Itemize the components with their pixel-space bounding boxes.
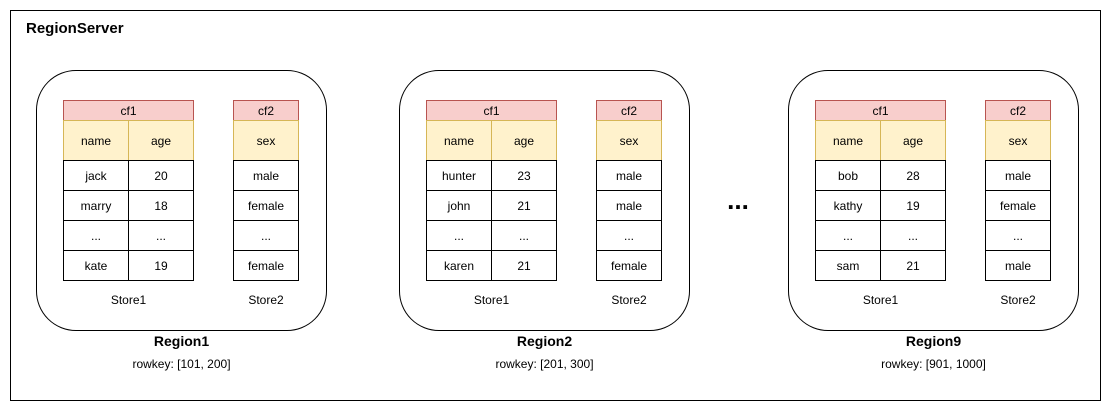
region-9-store1-col-age: age [880,120,946,161]
region-2-store1-label: Store1 [473,293,510,307]
region-1-store2-label: Store2 [248,293,284,307]
region-2-store1-cell: karen [426,250,492,281]
region-2-store2-cell: male [596,190,662,221]
region-2-store1-cell: ... [491,220,557,251]
region-1-store1-cell: 18 [128,190,194,221]
region-1-store2-cell: female [233,190,299,221]
region-1-store1-cell: kate [63,250,129,281]
region-1-store2-col-sex: sex [233,120,299,161]
region-9-store2-cell: ... [985,220,1051,251]
region-1-store2-cell: female [233,250,299,281]
region-9-store1-cell: kathy [815,190,881,221]
region-2-store1-cell: 21 [491,190,557,221]
region-2-store1-col-name: name [426,120,492,161]
region-9-store1-label: Store1 [862,293,899,307]
region-9-store1-cell: 19 [880,190,946,221]
region-1-store2-cf2-header: cf2 [233,100,299,121]
region-9-rowkey: rowkey: [901, 1000] [881,357,986,371]
more-regions-ellipsis: ... [727,185,749,215]
region-2-label: Region2 [516,333,573,349]
region-2-store1-col-age: age [491,120,557,161]
region-1-store2-cell: male [233,160,299,191]
region-9-store1-cell: ... [880,220,946,251]
region-9-store2-cell: male [985,160,1051,191]
region-9-store1-cell: sam [815,250,881,281]
region-2-store2-label: Store2 [611,293,647,307]
region-9-store1-col-name: name [815,120,881,161]
region-2-rowkey: rowkey: [201, 300] [495,357,594,371]
regionserver-title: RegionServer [26,20,124,37]
region-1-store1-cell: ... [63,220,129,251]
region-1-store1-col-age: age [128,120,194,161]
region-2-store1-cell: 23 [491,160,557,191]
region-9-store1-cell: 21 [880,250,946,281]
region-1-store1-cell: ... [128,220,194,251]
region-2-store2-cell: male [596,160,662,191]
region-9-store2-cf2-header: cf2 [985,100,1051,121]
region-2-store2-col-sex: sex [596,120,662,161]
region-2-store1-cell: hunter [426,160,492,191]
region-1-store1-cell: marry [63,190,129,221]
region-2-store1-cell: 21 [491,250,557,281]
region-1-store1-col-name: name [63,120,129,161]
region-1-store1-label: Store1 [110,293,147,307]
region-9-store1-cell: bob [815,160,881,191]
region-1-store1-cell: 20 [128,160,194,191]
region-9-store2-col-sex: sex [985,120,1051,161]
region-1-store2-cell: ... [233,220,299,251]
region-9-store1-cell: ... [815,220,881,251]
region-1-label: Region1 [153,333,210,349]
region-9-store2-label: Store2 [1000,293,1036,307]
region-9-store2-cell: male [985,250,1051,281]
region-2-store1-cell: ... [426,220,492,251]
region-1-store1-cf1-header: cf1 [63,100,194,121]
region-9-store1-cf1-header: cf1 [815,100,946,121]
region-2-store1-cf1-header: cf1 [426,100,557,121]
region-2-store1-cell: john [426,190,492,221]
region-9-store2-cell: female [985,190,1051,221]
region-1-rowkey: rowkey: [101, 200] [132,357,231,371]
region-2-store2-cf2-header: cf2 [596,100,662,121]
region-9-store1-cell: 28 [880,160,946,191]
region-9-label: Region9 [905,333,962,349]
region-2-store2-cell: female [596,250,662,281]
region-1-store1-cell: 19 [128,250,194,281]
region-1-store1-cell: jack [63,160,129,191]
region-2-store2-cell: ... [596,220,662,251]
